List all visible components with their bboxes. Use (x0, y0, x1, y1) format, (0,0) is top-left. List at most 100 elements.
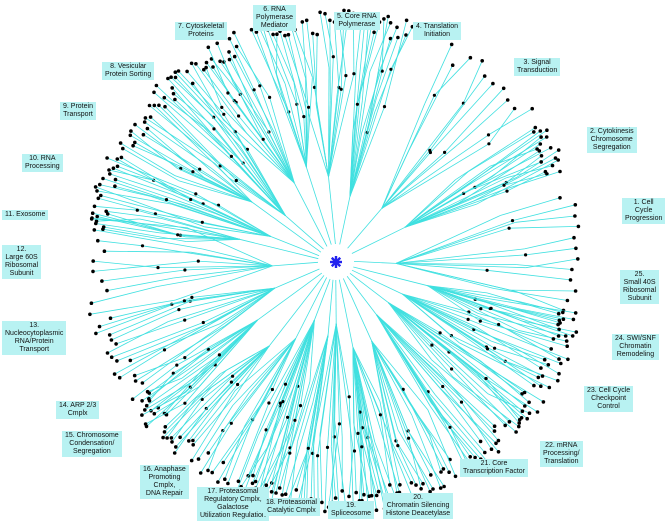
leaf-node (141, 132, 146, 137)
leaf-node (166, 76, 170, 81)
leaf-node (178, 435, 182, 440)
internal-node (356, 431, 360, 435)
tree-edge (522, 320, 577, 333)
tree-edge (467, 136, 547, 186)
tree-edge (132, 364, 178, 400)
tree-edge (431, 344, 510, 423)
leaf-node (250, 481, 255, 486)
tree-edge (190, 165, 253, 203)
tree-edge (490, 340, 545, 361)
tree-edge (240, 444, 270, 487)
tree-edge (288, 34, 308, 113)
tree-edge (404, 190, 501, 228)
leaf-node (565, 298, 570, 303)
leaf-node (573, 203, 578, 207)
tree-edge (354, 24, 365, 125)
tree-edge (190, 199, 271, 237)
leaf-node (572, 235, 576, 240)
tree-edge (328, 73, 355, 177)
leaf-node (492, 429, 497, 433)
tree-edge (120, 142, 176, 176)
internal-node (183, 401, 187, 405)
internal-node (325, 445, 330, 449)
internal-node (183, 268, 187, 272)
tree-edge (310, 453, 313, 499)
leaf-node (541, 400, 546, 404)
tree-edge (493, 288, 568, 301)
tree-edge (519, 301, 563, 313)
tree-edge (427, 285, 520, 303)
leaf-node (525, 416, 529, 421)
tree-edge (395, 248, 525, 264)
leaf-node (88, 312, 92, 317)
tree-edge (181, 319, 258, 379)
tree-edge (94, 205, 138, 211)
internal-node (200, 220, 204, 224)
leaf-node (574, 246, 578, 251)
internal-node (448, 425, 452, 429)
leaf-node (115, 164, 120, 169)
tree-edge (319, 12, 330, 68)
cluster-label-18: 18. Proteasomal Catalytic Cmplx (263, 498, 320, 516)
tree-edge (166, 199, 271, 237)
internal-node (316, 454, 320, 458)
tree-edge (166, 364, 216, 415)
leaf-node (191, 443, 195, 447)
internal-node (286, 415, 290, 419)
tree-edge (374, 34, 407, 113)
leaf-node (286, 32, 291, 37)
tree-branch (293, 182, 328, 247)
leaf-node (251, 473, 255, 478)
tree-edge (135, 326, 225, 382)
tree-branch (239, 238, 319, 260)
leaf-node (388, 36, 393, 41)
tree-edge (154, 105, 229, 178)
tree-edge (408, 438, 422, 489)
tree-edge (95, 186, 205, 228)
cluster-label-15: 15. Chromosome Condensation/ Segregation (62, 431, 122, 457)
tree-edge (254, 113, 295, 184)
tree-edge (297, 334, 329, 443)
cluster-label-24: 24. SWI/SNF Chromatin Remodeling (612, 334, 659, 360)
tree-edge (381, 134, 489, 209)
tree-edge (309, 320, 315, 382)
tree-edge (429, 75, 486, 151)
tree-edge (130, 134, 194, 173)
tree-edge (116, 321, 215, 362)
tree-edge (271, 396, 295, 484)
tree-edge (367, 437, 392, 505)
internal-node (182, 299, 186, 303)
tree-edge (388, 302, 478, 375)
internal-node (485, 268, 489, 272)
leaf-node (108, 172, 112, 176)
tree-edge (167, 287, 276, 322)
tree-edge (352, 347, 363, 447)
tree-edge (192, 396, 235, 446)
internal-node (441, 384, 445, 389)
tree-edge (306, 20, 315, 88)
tree-edge (185, 319, 258, 393)
tree-edge (524, 237, 575, 250)
tree-edge (348, 448, 354, 497)
cluster-label-19: 19. Spliceosome (328, 501, 375, 519)
tree-edge (444, 88, 504, 153)
tree-branch (257, 272, 323, 321)
tree-edge (317, 323, 337, 456)
leaf-node (473, 455, 477, 460)
tree-edge (175, 77, 241, 147)
tree-edge (109, 300, 191, 336)
tree-edge (106, 277, 174, 291)
leaf-node (128, 133, 133, 138)
internal-node (162, 348, 167, 352)
tree-edge (238, 402, 270, 482)
internal-node (196, 259, 200, 263)
internal-node (229, 421, 233, 425)
tree-edge (429, 434, 442, 473)
leaf-node (111, 166, 116, 170)
leaf-node (128, 358, 133, 363)
internal-node (293, 418, 297, 422)
tree-edge (397, 445, 417, 486)
leaf-node (114, 342, 118, 346)
leaf-node (494, 441, 498, 446)
tree-edge (463, 147, 551, 194)
